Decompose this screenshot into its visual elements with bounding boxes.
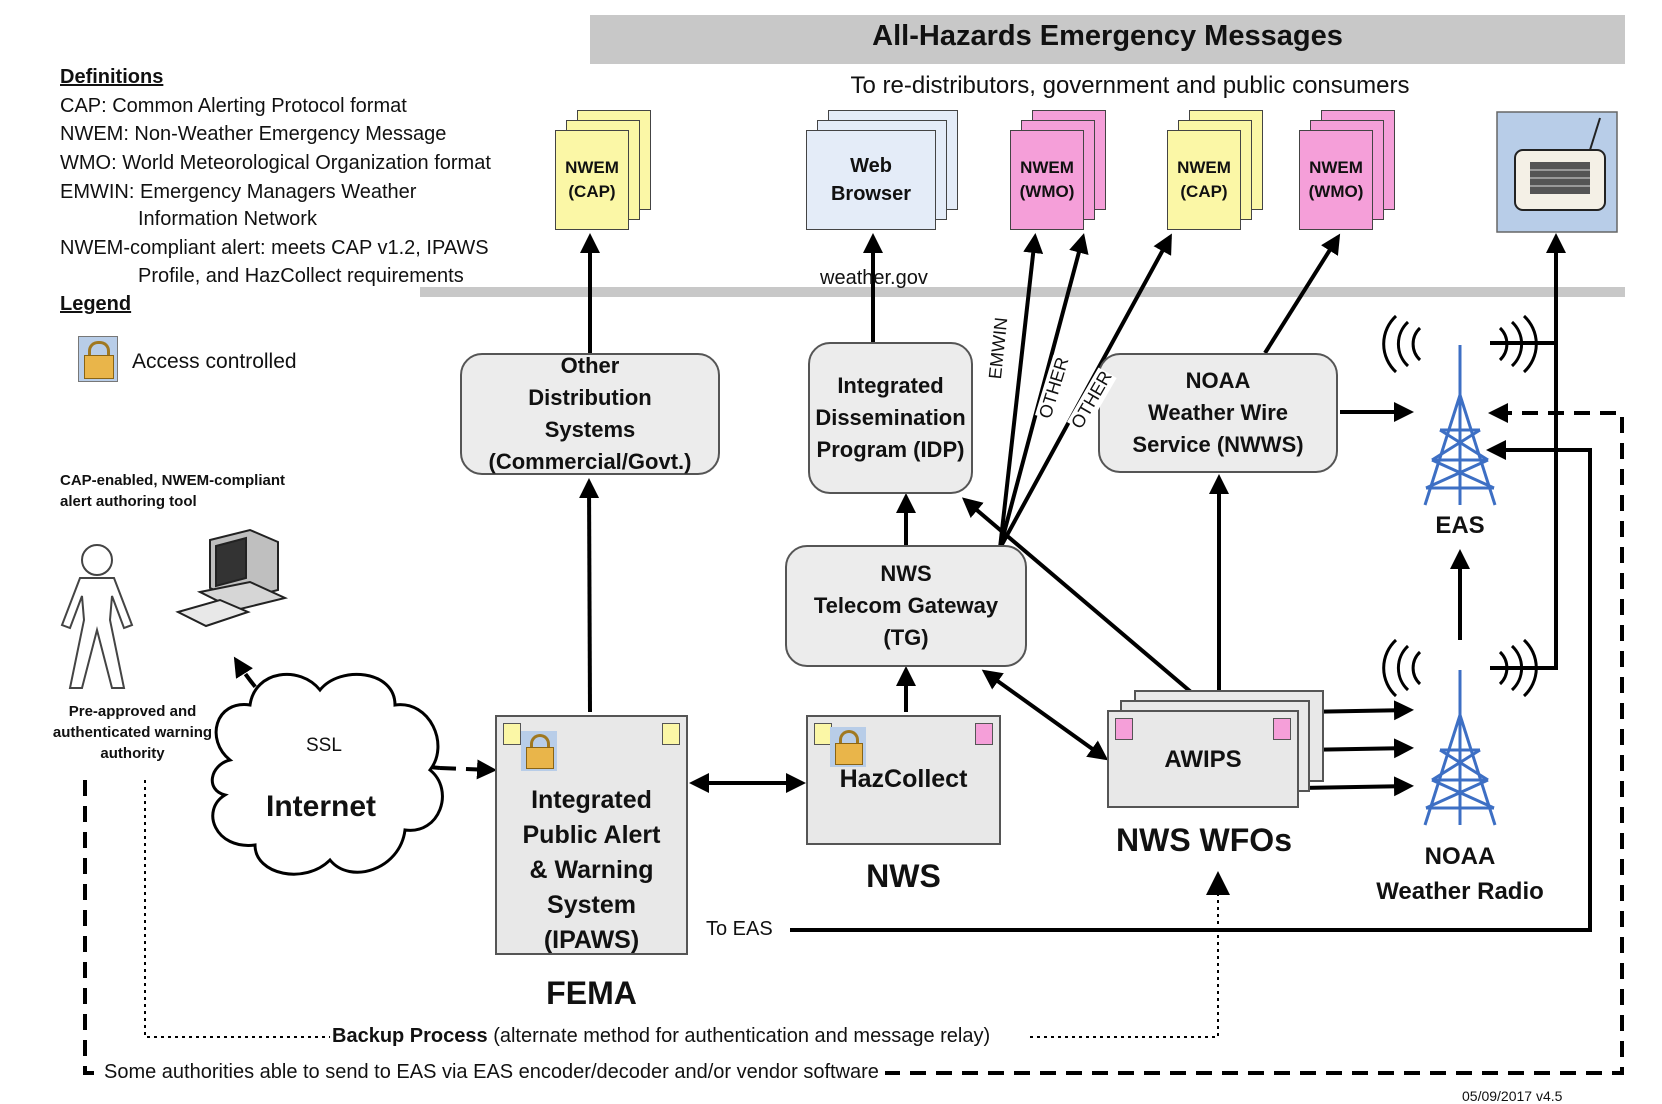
legend-access-label: Access controlled (132, 350, 297, 373)
person-icon (60, 544, 134, 689)
weather-gov-label: weather.gov (820, 267, 928, 289)
dashed-internet-to-ipaws (439, 759, 497, 780)
ipaws-box: Integrated Public Alert & Warning System… (495, 715, 688, 955)
internet-cloud (210, 672, 444, 876)
hazcollect-label: HazCollect (839, 765, 968, 793)
nwem-wmo-doc-2: NWEM (WMO) (1299, 110, 1399, 235)
ssl-label: SSL (306, 735, 342, 757)
backup-arrowhead (1206, 871, 1230, 895)
eas-label: EAS (1435, 512, 1485, 539)
definition-compliant: NWEM-compliant alert: meets CAP v1.2, IP… (60, 237, 489, 259)
nwem-cap-doc-2: NWEM (CAP) (1167, 110, 1267, 235)
banner-title: All-Hazards Emergency Messages (872, 20, 1343, 52)
awips-label: AWIPS (1164, 746, 1242, 773)
eas-signal-icon (1382, 314, 1538, 374)
eas-direct-text: Some authorities able to send to EAS via… (98, 1061, 885, 1084)
definition-emwin: EMWIN: Emergency Managers Weather (60, 181, 417, 203)
arrow-tg-emwin (998, 233, 1044, 549)
nwem-wmo-label-2: NWEM (WMO) (1308, 158, 1364, 201)
definition-nwem: NWEM: Non-Weather Emergency Message (60, 123, 447, 145)
internet-label: Internet (266, 790, 377, 823)
fema-label: FEMA (546, 975, 637, 1011)
definition-cap: CAP: Common Alerting Protocol format (60, 95, 407, 117)
nwem-wmo-doc-1: NWEM (WMO) (1010, 110, 1110, 235)
arrow-ipaws-to-eas (790, 440, 1592, 932)
hazcollect-box: HazCollect (806, 715, 1001, 845)
ipaws-lock-icon (521, 731, 557, 771)
person-caption-3: authority (100, 745, 165, 762)
dotted-backup-right (1030, 880, 1219, 1038)
hazcollect-lock-icon (830, 727, 866, 767)
tool-caption-2: alert authoring tool (60, 493, 197, 510)
telecom-gateway-box: NWS Telecom Gateway (TG) (785, 545, 1027, 667)
arrow-tg-awips (981, 669, 1109, 761)
nwem-cap-label-2: NWEM (CAP) (1177, 158, 1231, 201)
consumer-divider (420, 287, 1625, 297)
version-label: 05/09/2017 v4.5 (1462, 1088, 1563, 1104)
legend-heading: Legend (60, 293, 132, 315)
person-caption-1: Pre-approved and (68, 703, 197, 720)
definitions-heading: Definitions (60, 66, 164, 88)
definition-wmo: WMO: World Meteorological Organization f… (60, 152, 491, 174)
arrow-ipaws-to-other (579, 478, 600, 713)
nwr-signal-icon (1382, 638, 1538, 698)
dashed-eas-direct (83, 403, 1624, 1075)
computer-icon (175, 528, 289, 628)
awips-box: AWIPS (1107, 710, 1299, 808)
tool-caption-1: CAP-enabled, NWEM-compliant (60, 472, 286, 489)
web-browser-label: Web Browser (830, 155, 912, 205)
other-distribution-box: Other Distribution Systems (Commercial/G… (460, 353, 720, 475)
ipaws-label: Integrated Public Alert & Warning System… (522, 786, 661, 954)
arrow-nwws-to-wmo (1263, 233, 1341, 355)
idp-box: Integrated Dissemination Program (IDP) (808, 342, 973, 494)
definition-emwin-cont: Information Network (138, 208, 317, 230)
nwem-cap-doc-1: NWEM (CAP) (555, 110, 653, 235)
nws-label: NWS (866, 858, 941, 894)
web-browser-doc: Web Browser (806, 110, 961, 235)
nwr-label-1: NOAA (1424, 843, 1496, 870)
definition-compliant-cont: Profile, and HazCollect requirements (138, 265, 464, 287)
nwws-box: NOAA Weather Wire Service (NWWS) (1098, 353, 1338, 473)
dotted-backup-left (144, 780, 330, 1038)
person-caption-2: authenticated warning (52, 724, 213, 741)
backup-process-rest: (alternate method for authentication and… (487, 1025, 991, 1047)
nwem-cap-label-1: NWEM (CAP) (565, 158, 619, 201)
nwem-wmo-label-1: NWEM (WMO) (1019, 158, 1075, 201)
arrow-awips-nwr-3 (1299, 776, 1414, 797)
to-eas-label: To EAS (700, 918, 779, 941)
weather-radio-icon (1496, 111, 1618, 233)
backup-process-bold: Backup Process (332, 1025, 488, 1047)
nwr-tower-icon (1423, 670, 1497, 826)
lock-icon (78, 336, 118, 382)
backup-process-text: Backup Process (alternate method for aut… (330, 1025, 993, 1048)
banner-bar (590, 15, 1625, 64)
nws-wfos-label: NWS WFOs (1116, 822, 1292, 858)
nwr-label-2: Weather Radio (1376, 878, 1544, 905)
arrow-nwr-to-radio (1490, 343, 1558, 670)
banner-subtitle: To re-distributors, government and publi… (850, 72, 1410, 99)
arrow-awips-to-idp (961, 497, 1220, 717)
eas-tower-icon (1423, 345, 1497, 506)
